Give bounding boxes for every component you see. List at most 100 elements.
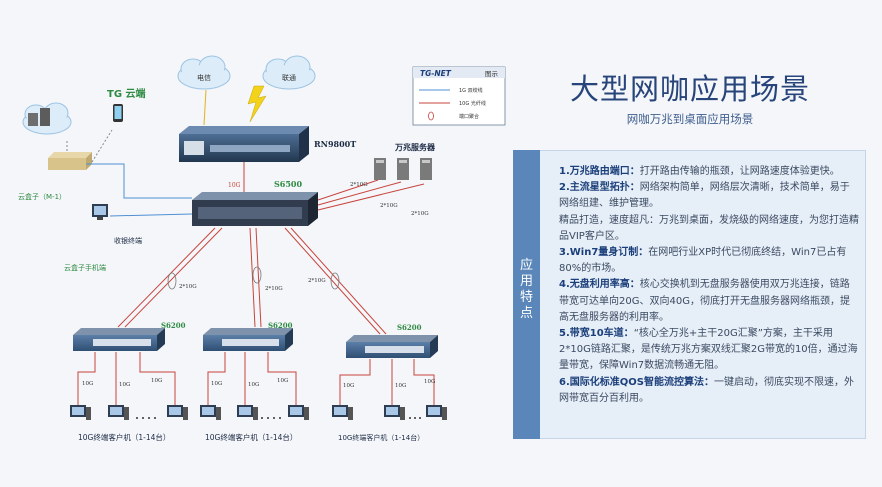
feature-heading: 3.Win7量身订制： — [559, 247, 649, 259]
router-rn9800t — [179, 126, 309, 162]
tg-cloud — [22, 102, 72, 135]
servers-label: 万兆服务器 — [394, 142, 436, 152]
lightning-icon — [247, 85, 267, 123]
client-pc-icon — [332, 405, 353, 420]
page-title: 大型网咖应用场景 — [569, 72, 810, 106]
features-panel — [513, 150, 866, 439]
client-pc-icon — [167, 405, 188, 420]
client-pc-icon — [288, 405, 309, 420]
link-core-access3a — [284, 227, 381, 335]
link-core-access1a — [117, 227, 216, 328]
client-pcs — [70, 405, 447, 420]
link-label-router-core: 10G — [228, 182, 241, 189]
client-group-label-1: 10G终端客户机（1-14台） — [78, 432, 170, 442]
link-core-server1 — [317, 179, 379, 201]
link-label-client: 10G — [395, 383, 406, 389]
port-aggregation-icon — [167, 272, 177, 290]
legend-item-10g: 10G 光纤线 — [459, 100, 486, 107]
feature-heading: 4.无盘利用率高： — [559, 279, 640, 291]
client-pc-icon — [426, 405, 447, 420]
link-label-client: 10G — [277, 378, 288, 384]
link-label-client: 10G — [424, 379, 435, 385]
link-cloud-phone — [91, 129, 113, 163]
link-cashier-core — [109, 213, 193, 217]
access-switch-label-3: S6200 — [397, 323, 422, 332]
port-aggregation-icon — [330, 272, 340, 290]
link-core-access2a — [249, 227, 256, 328]
feature-item: 精品打造，速度超凡：万兆到桌面，发烧级的网络速度，为您打造精品VIP客户区。 — [559, 213, 859, 245]
link-label-access1: 2*10G — [179, 284, 197, 290]
legend-title: 图示 — [485, 70, 499, 78]
cloud-unicom: 联通 — [262, 55, 316, 90]
link-label-client: 10G — [82, 381, 93, 387]
link-telecom — [203, 89, 207, 126]
legend-item-aggregation: 端口聚合 — [459, 113, 479, 120]
core-switch-label: S6500 — [274, 179, 302, 189]
page-subtitle: 网咖万兆到桌面应用场景 — [626, 112, 754, 126]
link-label-client: 10G — [248, 382, 259, 388]
client-links — [77, 352, 435, 405]
feature-text: 一键启动，彻底实现不限速，外网带宽百分百利用。 — [559, 376, 854, 404]
link-core-server3 — [317, 183, 425, 211]
link-core-access3b — [290, 227, 387, 335]
link-cloud-box-core — [86, 163, 192, 199]
legend: TG-NET 图示 1G 双绞线 10G 光纤线 端口聚合 — [412, 66, 506, 126]
feature-item: 2.主流星型拓扑：网络架构简单，网络层次清晰，技术简单，易于网络组建、维护管理。 — [559, 180, 859, 212]
feature-item: 3.Win7量身订制：在网吧行业XP时代已彻底终结，Win7已占有80%的市场。 — [559, 245, 859, 277]
feature-text: “核心全万兆+主干20G汇聚”方案，主干采用2*10G链路汇聚，是传统万兆方案双… — [559, 328, 858, 372]
feature-heading: 1.万兆路由端口： — [559, 166, 640, 177]
cloud-box-label: 云盒子（M-1） — [18, 192, 66, 201]
feature-item: 1.万兆路由端口：打开路由传输的瓶颈，让网路速度体验更快。 — [559, 164, 859, 180]
client-pc-icon — [237, 405, 258, 420]
cloud-telecom-label: 电信 — [197, 73, 211, 82]
access-switch-2 — [203, 328, 293, 351]
port-aggregation-icon — [252, 266, 262, 284]
feature-item: 5.带宽10车道：“核心全万兆+主干20G汇聚”方案，主干采用2*10G链路汇聚… — [559, 326, 859, 375]
legend-swatch-aggregation — [428, 111, 434, 121]
access-switch-label-1: S6200 — [161, 321, 186, 330]
link-label-server1: 2*10G — [350, 182, 368, 188]
feature-heading: 6.国际化标准QOS智能流控算法： — [559, 376, 714, 388]
cashier-label: 收银终端 — [114, 236, 142, 245]
features-panel-tab-label: 应用特点 — [519, 258, 533, 321]
client-pc-icon — [70, 405, 91, 420]
link-label-client: 10G — [151, 378, 162, 384]
link-core-access1b — [124, 227, 223, 328]
client-pc-icon — [200, 405, 221, 420]
cloud-server-icon — [40, 108, 50, 126]
cloud-telecom: 电信 — [177, 55, 231, 90]
feature-list: 1.万兆路由端口：打开路由传输的瓶颈，让网路速度体验更快。 2.主流星型拓扑：网… — [559, 164, 859, 407]
client-pc-icon — [384, 405, 405, 420]
feature-item: 6.国际化标准QOS智能流控算法：一键启动，彻底实现不限速，外网带宽百分百利用。 — [559, 375, 859, 407]
feature-text: 网络架构简单，网络层次清晰，技术简单，易于网络组建、维护管理。 — [559, 182, 850, 210]
access-switch-label-2: S6200 — [268, 321, 293, 330]
tg-cloud-label: TG 云端 — [107, 87, 146, 100]
link-core-server2 — [317, 181, 402, 206]
cloud-box-app-label: 云盒子手机端 — [64, 263, 106, 272]
cashier-terminal-icon — [92, 204, 108, 220]
link-label-client: 10G — [343, 383, 354, 389]
router-label: RN9800T — [314, 139, 356, 149]
client-group-label-3: 10G终端客户机（1-14台） — [338, 433, 424, 442]
ellipsis-dots — [136, 417, 421, 419]
feature-heading: 2.主流星型拓扑： — [559, 182, 640, 194]
access-switch-1 — [73, 328, 165, 351]
smartphone-icon — [113, 104, 123, 122]
legend-brand: TG-NET — [420, 69, 452, 78]
cloud-unicom-label: 联通 — [282, 73, 296, 82]
link-label-server2: 2*10G — [380, 203, 398, 209]
feature-item: 4.无盘利用率高：核心交换机到无盘服务器使用双万兆连接，链路带宽可达单向20G、… — [559, 277, 859, 326]
server-group — [374, 158, 432, 180]
core-switch-s6500 — [192, 192, 318, 226]
link-core-access2b — [255, 227, 262, 328]
feature-heading: 5.带宽10车道： — [559, 328, 634, 340]
client-group-label-2: 10G终端客户机（1-14台） — [205, 432, 297, 442]
cloud-box-device-icon — [48, 152, 92, 170]
client-pc-icon — [108, 405, 129, 420]
feature-text: 在网吧行业XP时代已彻底终结，Win7已占有80%的市场。 — [559, 247, 847, 275]
access-switch-3 — [346, 335, 438, 358]
link-label-client: 10G — [211, 381, 222, 387]
feature-text: 精品打造，速度超凡：万兆到桌面，发烧级的网络速度，为您打造精品VIP客户区。 — [559, 214, 859, 242]
link-label-client: 10G — [119, 382, 130, 388]
feature-text: 核心交换机到无盘服务器使用双万兆连接，链路带宽可达单向20G、双向40G，彻底打… — [559, 279, 850, 323]
